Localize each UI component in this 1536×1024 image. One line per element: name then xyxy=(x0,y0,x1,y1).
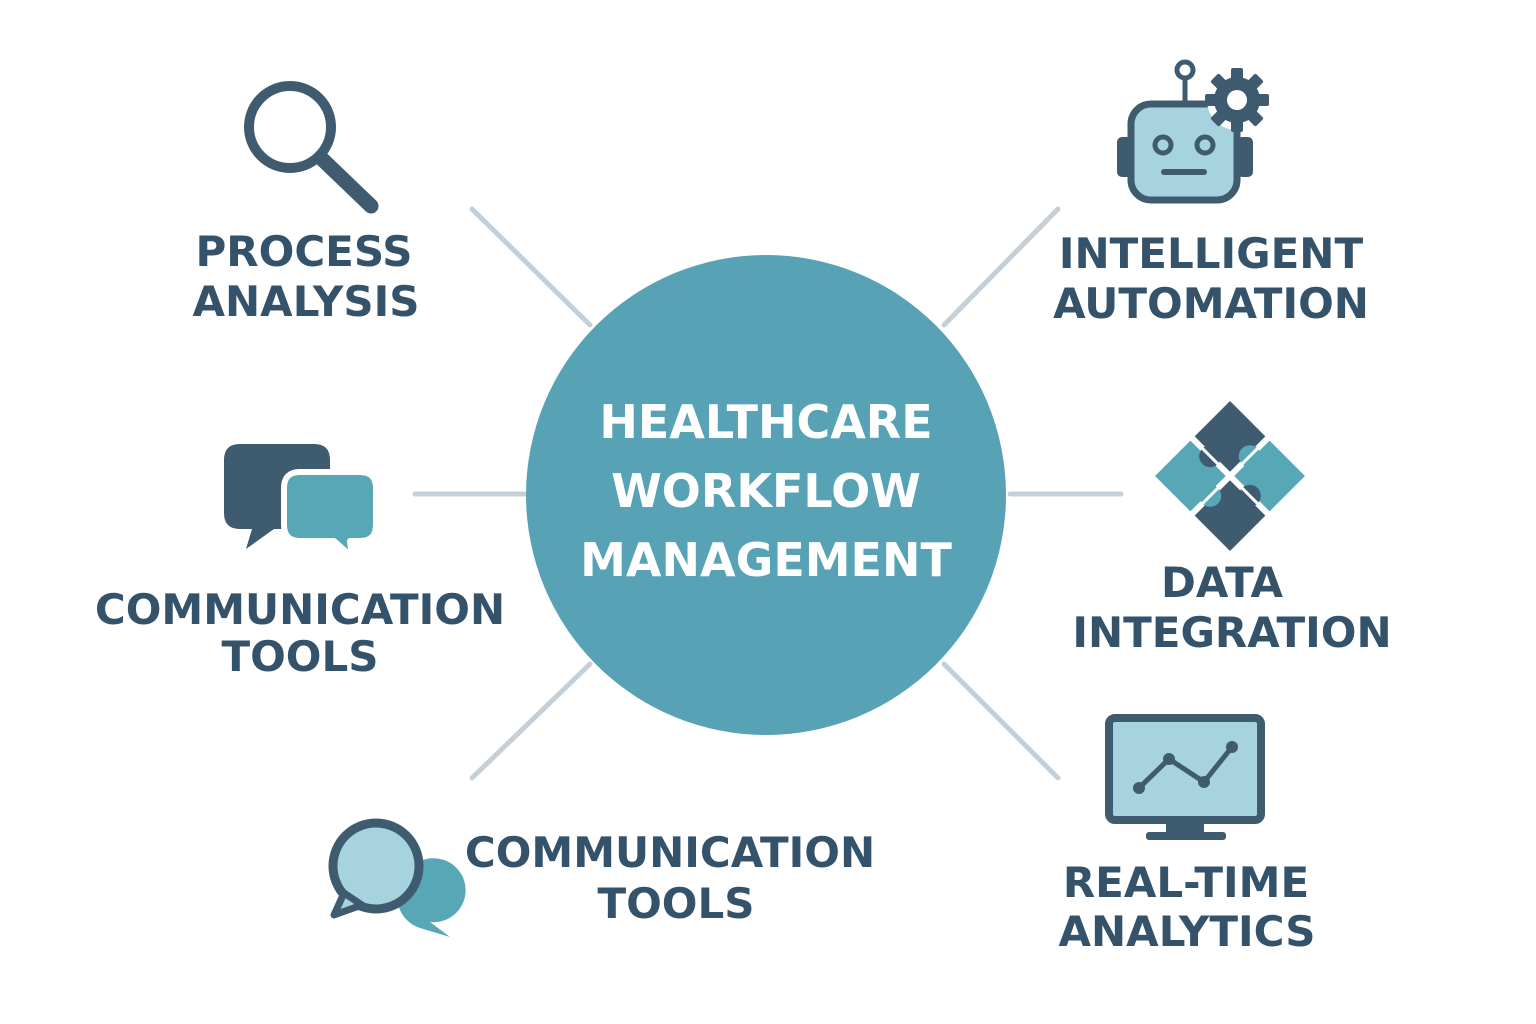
real-time-analytics-label-line2: ANALYTICS xyxy=(1059,907,1316,956)
intelligent-automation-label-line2: AUTOMATION xyxy=(1053,279,1369,328)
connector-process-analysis xyxy=(469,206,593,328)
intelligent-automation-label-line1: INTELLIGENT xyxy=(1059,229,1364,278)
data-integration-label-line1: DATA xyxy=(1161,558,1283,607)
communication-tools-left-label-line1: COMMUNICATION xyxy=(95,585,505,634)
node-data-integration: DATA INTEGRATION xyxy=(1072,401,1392,657)
node-communication-tools-bottom: COMMUNICATION TOOLS xyxy=(328,818,875,937)
magnifier-icon xyxy=(244,81,379,214)
node-real-time-analytics: REAL-TIME ANALYTICS xyxy=(1059,714,1316,956)
connector-real-time-analytics xyxy=(941,661,1061,781)
hub-title-line2: WORKFLOW xyxy=(611,464,921,518)
monitor-chart-icon xyxy=(1105,714,1265,840)
communication-tools-left-label-line2: TOOLS xyxy=(221,632,378,681)
process-analysis-label-line2: ANALYSIS xyxy=(193,277,420,326)
node-process-analysis: PROCESS ANALYSIS xyxy=(193,81,420,326)
hub-title-line3: MANAGEMENT xyxy=(580,533,952,587)
node-communication-tools-left: COMMUNICATION TOOLS xyxy=(95,444,505,681)
chat-bubbles-icon xyxy=(224,444,379,560)
node-intelligent-automation: INTELLIGENT AUTOMATION xyxy=(1053,59,1369,328)
connector-intelligent-automation xyxy=(941,206,1061,328)
round-chat-bubbles-icon xyxy=(328,818,466,937)
hub-circle xyxy=(526,255,1006,735)
connector-lines xyxy=(412,206,1124,781)
robot-gear-icon xyxy=(1117,59,1269,204)
real-time-analytics-label-line1: REAL-TIME xyxy=(1063,858,1309,907)
communication-tools-bottom-label-line2: TOOLS xyxy=(597,879,754,928)
hub: HEALTHCARE WORKFLOW MANAGEMENT xyxy=(526,255,1006,735)
connector-communication-tools-bottom xyxy=(469,661,593,781)
process-analysis-label-line1: PROCESS xyxy=(196,227,413,276)
communication-tools-bottom-label-line1: COMMUNICATION xyxy=(465,828,875,877)
data-integration-label-line2: INTEGRATION xyxy=(1072,608,1391,657)
puzzle-icon xyxy=(1155,401,1305,551)
hub-title-line1: HEALTHCARE xyxy=(599,395,932,449)
